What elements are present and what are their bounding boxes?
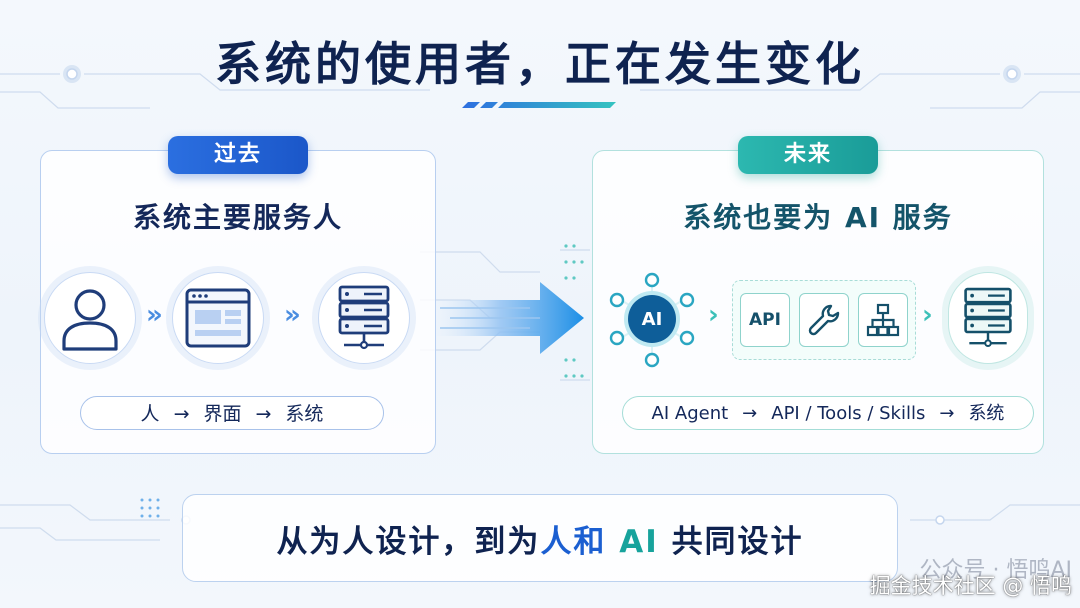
conclusion-banner bbox=[182, 494, 898, 582]
future-flow-bar: AI Agent → API / Tools / Skills → 系统 bbox=[622, 396, 1034, 430]
system-node bbox=[948, 272, 1028, 364]
flow-arrow: → bbox=[939, 403, 955, 424]
flow-step: 人 bbox=[140, 403, 160, 425]
flow-arrow: → bbox=[255, 403, 272, 425]
watermark-wechat: 公众号 · 悟鸣AI bbox=[919, 558, 1072, 583]
watermark-juejin: 掘金技术社区 @ 悟鸣 bbox=[869, 574, 1072, 598]
wrench-tool bbox=[799, 293, 849, 347]
chevron-right-icon: › bbox=[922, 300, 933, 330]
chevron-right-icon: » bbox=[146, 300, 163, 330]
future-tag: 未来 bbox=[738, 136, 878, 174]
system-node bbox=[318, 272, 410, 364]
page-title: 系统的使用者，正在发生变化 bbox=[215, 37, 865, 91]
chevron-right-icon: › bbox=[708, 300, 719, 330]
past-flow-bar: 人 → 界面 → 系统 bbox=[80, 396, 384, 430]
person-node bbox=[44, 272, 136, 364]
flow-step: API / Tools / Skills bbox=[771, 403, 926, 424]
conclusion-highlight: 人和 bbox=[540, 524, 607, 560]
interface-node bbox=[172, 272, 264, 364]
api-label: API bbox=[749, 310, 781, 330]
flow-step: 界面 bbox=[203, 403, 242, 425]
transition-arrow bbox=[430, 282, 584, 354]
flow-arrow: → bbox=[173, 403, 190, 425]
conclusion-text: 从为人设计，到为人和 AI 共同设计 bbox=[182, 516, 898, 561]
skills-tool bbox=[858, 293, 908, 347]
flow-step: AI Agent bbox=[651, 403, 729, 424]
flow-arrow: → bbox=[742, 403, 758, 424]
flow-step: 系统 bbox=[968, 403, 1005, 424]
hierarchy-icon bbox=[866, 303, 900, 337]
server-icon bbox=[338, 285, 390, 350]
conclusion-part: 从为人设计，到为 bbox=[276, 524, 541, 560]
browser-window-icon bbox=[185, 288, 251, 348]
past-tag: 过去 bbox=[168, 136, 308, 174]
ai-network-icon bbox=[609, 272, 695, 368]
chevron-right-icon: » bbox=[284, 300, 301, 330]
wrench-icon bbox=[808, 304, 840, 336]
api-tool: API bbox=[740, 293, 790, 347]
past-heading: 系统主要服务人 bbox=[132, 201, 343, 234]
server-icon bbox=[964, 287, 1012, 348]
conclusion-part: 共同设计 bbox=[671, 524, 804, 560]
person-icon bbox=[62, 289, 118, 351]
ai-core: AI bbox=[628, 295, 676, 343]
conclusion-highlight: AI bbox=[619, 524, 659, 560]
flow-step: 系统 bbox=[285, 403, 324, 425]
future-heading: 系统也要为 AI 服务 bbox=[683, 201, 953, 234]
